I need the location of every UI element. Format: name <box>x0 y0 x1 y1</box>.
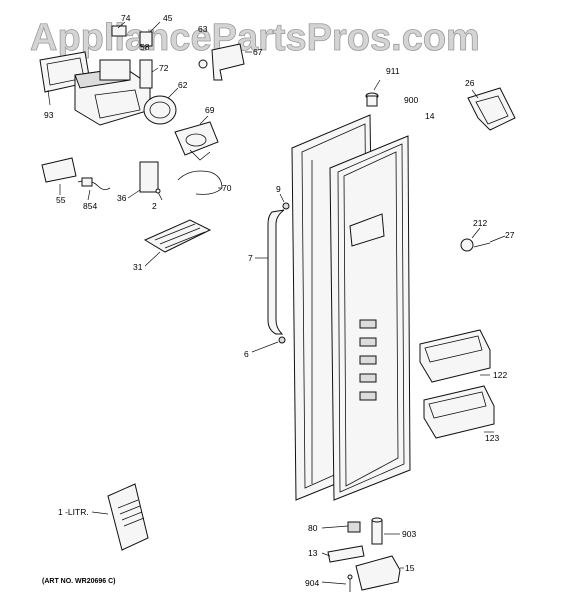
part-74-45-small-parts <box>111 21 161 47</box>
callout-122: 122 <box>493 370 507 380</box>
callout-31: 31 <box>133 262 143 272</box>
part-70-wire-bracket <box>177 149 223 195</box>
callout-13: 13 <box>308 548 318 558</box>
callout-36: 36 <box>117 193 127 203</box>
part-72-bracket <box>139 59 159 89</box>
callout-62: 62 <box>178 80 188 90</box>
part-122-door-bin <box>419 329 491 383</box>
part-80-fitting <box>321 521 361 533</box>
callout-93: 93 <box>44 110 54 120</box>
watermark-text: AppliancePartsPros.com <box>30 17 480 59</box>
door-shelf-rails <box>359 319 377 401</box>
part-14-door-gasket <box>329 135 411 501</box>
part-63-67-bracket <box>198 43 252 81</box>
part-2-screw <box>155 188 163 201</box>
callout-9: 9 <box>276 184 281 194</box>
callout-70: 70 <box>222 183 232 193</box>
callout-2: 2 <box>152 201 157 211</box>
callout-74: 74 <box>121 13 131 23</box>
callout-45: 45 <box>163 13 173 23</box>
callout-123: 123 <box>485 433 499 443</box>
part-dispenser-housing <box>74 59 151 126</box>
callout-903: 903 <box>402 529 416 539</box>
callout-854: 854 <box>83 201 97 211</box>
part-7-handle <box>255 209 285 335</box>
part-854-harness <box>77 177 111 201</box>
part-9-screw <box>279 193 290 210</box>
callout-72: 72 <box>159 63 169 73</box>
callout-904: 904 <box>305 578 319 588</box>
part-62-motor-ring <box>143 87 179 125</box>
literature-label: 1 -LITR. <box>58 507 89 517</box>
callout-14: 14 <box>425 111 435 121</box>
part-69-chute <box>174 115 219 156</box>
callout-900: 900 <box>404 95 418 105</box>
part-123-door-bin <box>423 385 495 439</box>
callout-212: 212 <box>473 218 487 228</box>
callout-911: 911 <box>386 66 400 76</box>
part-15-housing <box>355 555 404 591</box>
part-55-switch <box>41 157 77 195</box>
part-literature-booklet <box>91 483 149 551</box>
part-212-27-fastener <box>460 227 506 252</box>
part-6-screw <box>251 336 286 353</box>
part-31-grille <box>143 219 212 267</box>
callout-55: 55 <box>56 195 66 205</box>
callout-67: 67 <box>253 47 263 57</box>
callout-58: 58 <box>140 42 150 52</box>
callout-15: 15 <box>405 563 415 573</box>
callout-80: 80 <box>308 523 318 533</box>
part-26-bin <box>467 87 516 131</box>
part-904-screw <box>321 574 353 592</box>
part-36-actuator <box>127 161 159 199</box>
callout-6: 6 <box>244 349 249 359</box>
callout-63: 63 <box>198 24 208 34</box>
part-911-cap <box>365 79 381 107</box>
callout-26: 26 <box>465 78 475 88</box>
callout-69: 69 <box>205 105 215 115</box>
callout-27: 27 <box>505 230 515 240</box>
part-903-tube <box>371 517 400 545</box>
part-13-lever <box>321 545 365 563</box>
callout-7: 7 <box>248 253 253 263</box>
art-number: (ART NO. WR20696 C) <box>42 578 116 585</box>
